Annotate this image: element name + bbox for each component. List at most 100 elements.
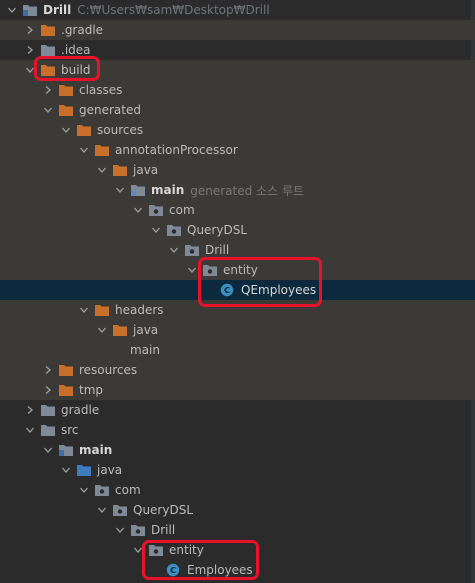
- chevron-down-icon[interactable]: [78, 480, 90, 500]
- chevron-right-icon[interactable]: [42, 80, 54, 100]
- chevron-down-icon[interactable]: [60, 460, 72, 480]
- tree-row[interactable]: gradle: [0, 400, 475, 420]
- orange-folder-icon: [94, 303, 110, 317]
- chevron-right-icon[interactable]: [42, 360, 54, 380]
- package-icon: [130, 523, 146, 537]
- gray-folder-icon: [40, 43, 56, 57]
- chevron-down-icon[interactable]: [78, 140, 90, 160]
- package-icon: [166, 223, 182, 237]
- chevron-down-icon[interactable]: [24, 420, 36, 440]
- tree-item-label: java: [133, 323, 159, 337]
- tree-row[interactable]: QueryDSL: [0, 220, 475, 240]
- package-icon: [184, 243, 200, 257]
- tree-row[interactable]: java: [0, 320, 475, 340]
- tree-row[interactable]: resources: [0, 360, 475, 380]
- orange-folder-icon: [58, 383, 74, 397]
- chevron-down-icon[interactable]: [6, 0, 18, 20]
- tree-row[interactable]: com: [0, 480, 475, 500]
- tree-item-label: Drill: [205, 243, 230, 257]
- chevron-right-icon[interactable]: [24, 400, 36, 420]
- orange-folder-icon: [76, 123, 92, 137]
- orange-folder-icon: [112, 323, 128, 337]
- tree-row[interactable]: Drill: [0, 520, 475, 540]
- chevron-down-icon[interactable]: [168, 240, 180, 260]
- tree-item-label: tmp: [79, 383, 104, 397]
- chevron-down-icon[interactable]: [132, 540, 144, 560]
- orange-folder-icon: [58, 103, 74, 117]
- tree-item-label: .idea: [61, 43, 91, 57]
- tree-row[interactable]: main: [0, 340, 475, 360]
- tree-item-label: com: [115, 483, 141, 497]
- chevron-down-icon[interactable]: [96, 160, 108, 180]
- chevron-down-icon[interactable]: [78, 300, 90, 320]
- tree-item-label: Drill: [43, 3, 72, 17]
- chevron-right-icon[interactable]: [24, 20, 36, 40]
- chevron-down-icon[interactable]: [42, 100, 54, 120]
- tree-row[interactable]: annotationProcessor: [0, 140, 475, 160]
- tree-row[interactable]: java: [0, 160, 475, 180]
- tree-row[interactable]: generated: [0, 100, 475, 120]
- tree-row[interactable]: Drill: [0, 240, 475, 260]
- svg-text:C: C: [224, 286, 230, 295]
- gray-module-folder-icon: [58, 443, 74, 457]
- chevron-down-icon[interactable]: [60, 120, 72, 140]
- package-icon: [202, 263, 218, 277]
- chevron-down-icon[interactable]: [150, 220, 162, 240]
- tree-item-label: com: [169, 203, 195, 217]
- chevron-down-icon[interactable]: [96, 500, 108, 520]
- package-icon: [148, 543, 164, 557]
- tree-row[interactable]: com: [0, 200, 475, 220]
- tree-item-label: entity: [169, 543, 204, 557]
- tree-item-label: main: [79, 443, 113, 457]
- tree-row[interactable]: entity: [0, 260, 475, 280]
- class-icon: C: [166, 563, 182, 577]
- tree-item-label: QueryDSL: [187, 223, 248, 237]
- tree-item-label: annotationProcessor: [115, 143, 238, 157]
- tree-row[interactable]: build: [0, 60, 475, 80]
- tree-item-label: QueryDSL: [133, 503, 194, 517]
- svg-text:C: C: [170, 566, 176, 575]
- tree-row[interactable]: main: [0, 440, 475, 460]
- chevron-down-icon[interactable]: [42, 440, 54, 460]
- tree-row[interactable]: classes: [0, 80, 475, 100]
- package-icon: [94, 483, 110, 497]
- tree-item-label: main: [151, 183, 185, 197]
- chevron-down-icon[interactable]: [96, 320, 108, 340]
- chevron-down-icon[interactable]: [114, 180, 126, 200]
- tree-row[interactable]: QueryDSL: [0, 500, 475, 520]
- tree-row[interactable]: sources: [0, 120, 475, 140]
- chevron-right-icon[interactable]: [24, 40, 36, 60]
- chevron-down-icon[interactable]: [114, 520, 126, 540]
- tree-row[interactable]: C Employees: [0, 560, 475, 580]
- chevron-down-icon[interactable]: [132, 200, 144, 220]
- tree-item-label: .gradle: [61, 23, 104, 37]
- tree-row[interactable]: headers: [0, 300, 475, 320]
- orange-folder-icon: [40, 23, 56, 37]
- tree-row[interactable]: entity: [0, 540, 475, 560]
- tree-item-label: build: [61, 63, 91, 77]
- tree-item-label: sources: [97, 123, 144, 137]
- tree-item-label: entity: [223, 263, 258, 277]
- tree-row[interactable]: tmp: [0, 380, 475, 400]
- tree-item-label: resources: [79, 363, 138, 377]
- tree-item-label: src: [61, 423, 79, 437]
- chevron-down-icon[interactable]: [186, 260, 198, 280]
- tree-item-label: Employees: [187, 563, 253, 577]
- tree-row[interactable]: java: [0, 460, 475, 480]
- gray-folder-icon: [40, 403, 56, 417]
- package-icon: [148, 203, 164, 217]
- tree-row[interactable]: .idea: [0, 40, 475, 60]
- gray-module-folder-icon: [22, 3, 38, 17]
- tree-row[interactable]: src: [0, 420, 475, 440]
- tree-row[interactable]: .gradle: [0, 20, 475, 40]
- gray-folder-icon: [40, 423, 56, 437]
- tree-item-label: generated: [79, 103, 141, 117]
- orange-folder-icon: [58, 83, 74, 97]
- chevron-right-icon[interactable]: [42, 380, 54, 400]
- chevron-down-icon[interactable]: [24, 60, 36, 80]
- class-icon: C: [220, 283, 236, 297]
